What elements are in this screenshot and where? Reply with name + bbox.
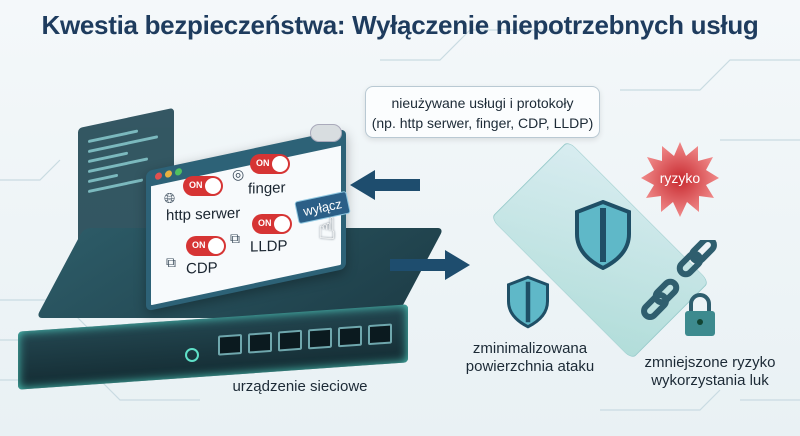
device-label: urządzenie sieciowe <box>232 378 368 395</box>
disabled-toggle[interactable] <box>310 124 342 142</box>
benefit-line: wykorzystania luk <box>651 372 769 389</box>
broken-chain-icon <box>641 240 717 320</box>
fingerprint-icon: ◎ <box>232 166 245 182</box>
toggle-http-serwer[interactable]: ON <box>183 176 223 196</box>
arrow-right-icon <box>390 250 470 280</box>
service-label-lldp: LLDP <box>250 237 288 256</box>
arrows <box>350 170 470 280</box>
risk-burst-icon <box>641 142 719 217</box>
service-label-cdp: CDP <box>186 259 218 278</box>
benefit-line: powierzchnia ataku <box>465 358 595 375</box>
benefit-line: zmniejszone ryzyko <box>644 354 776 371</box>
callout-bubble: nieużywane usługi i protokoły (np. http … <box>365 86 600 138</box>
toggle-lldp[interactable]: ON <box>252 214 292 234</box>
benefit-line: zminimalizowana <box>472 340 588 357</box>
service-label-finger: finger <box>248 179 286 198</box>
padlock-icon <box>685 293 715 336</box>
callout-line-1: nieużywane usługi i protokoły <box>391 95 574 111</box>
network-icon: ⧉ <box>166 254 176 270</box>
benefit-attack-surface: zminimalizowana powierzchnia ataku <box>450 340 610 376</box>
toggle-finger[interactable]: ON <box>250 154 290 174</box>
hand-cursor-icon: ☝︎ <box>318 213 337 246</box>
shield-icon <box>507 275 549 329</box>
callout-line-2: (np. http serwer, finger, CDP, LLDP) <box>371 115 594 131</box>
shield-icon <box>575 200 631 270</box>
arrow-left-icon <box>350 170 420 200</box>
benefit-reduced-risk: zmniejszone ryzyko wykorzystania luk <box>625 354 795 390</box>
toggle-cdp[interactable]: ON <box>186 236 226 256</box>
risk-label: ryzyko <box>659 170 701 186</box>
service-label-http-serwer: http serwer <box>166 204 241 225</box>
globe-icon: 🌐︎ <box>164 190 176 206</box>
page-title: Kwestia bezpieczeństwa: Wyłączenie niepo… <box>41 10 759 40</box>
power-icon <box>185 348 199 362</box>
network-icon: ⧉ <box>230 230 240 246</box>
